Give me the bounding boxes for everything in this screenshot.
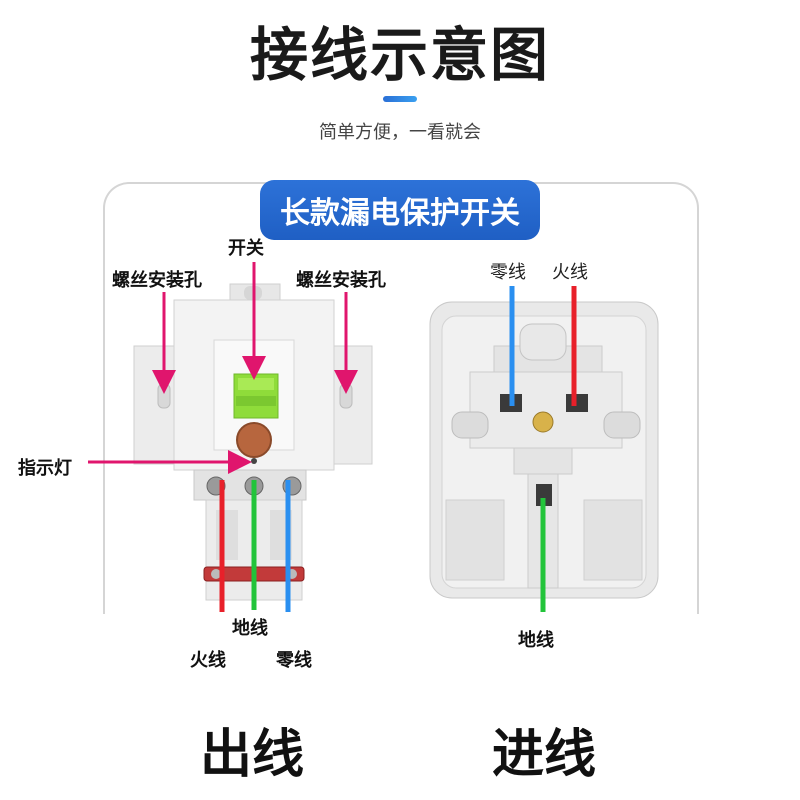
label-indicator-light: 指示灯 xyxy=(18,458,72,479)
label-incoming: 进线 xyxy=(492,725,597,785)
label-screw-hole-right: 螺丝安装孔 xyxy=(296,270,386,291)
label-ground-in: 地线 xyxy=(518,630,554,651)
label-live-out: 火线 xyxy=(190,650,226,671)
page-title: 接线示意图 xyxy=(249,21,550,89)
label-neutral-out: 零线 xyxy=(276,650,312,671)
label-screw-hole-left: 螺丝安装孔 xyxy=(112,270,202,291)
label-live-in: 火线 xyxy=(552,262,588,283)
label-ground-out: 地线 xyxy=(232,618,268,639)
label-neutral-in: 零线 xyxy=(490,262,526,283)
breaker-back-view xyxy=(429,301,659,599)
product-banner-text: 长款漏电保护开关 xyxy=(280,196,520,231)
label-switch: 开关 xyxy=(228,238,264,259)
label-outgoing: 出线 xyxy=(200,725,305,785)
title-accent-bar xyxy=(383,96,417,102)
product-banner xyxy=(260,180,540,240)
page-subtitle: 简单方便，一看就会 xyxy=(319,122,481,143)
